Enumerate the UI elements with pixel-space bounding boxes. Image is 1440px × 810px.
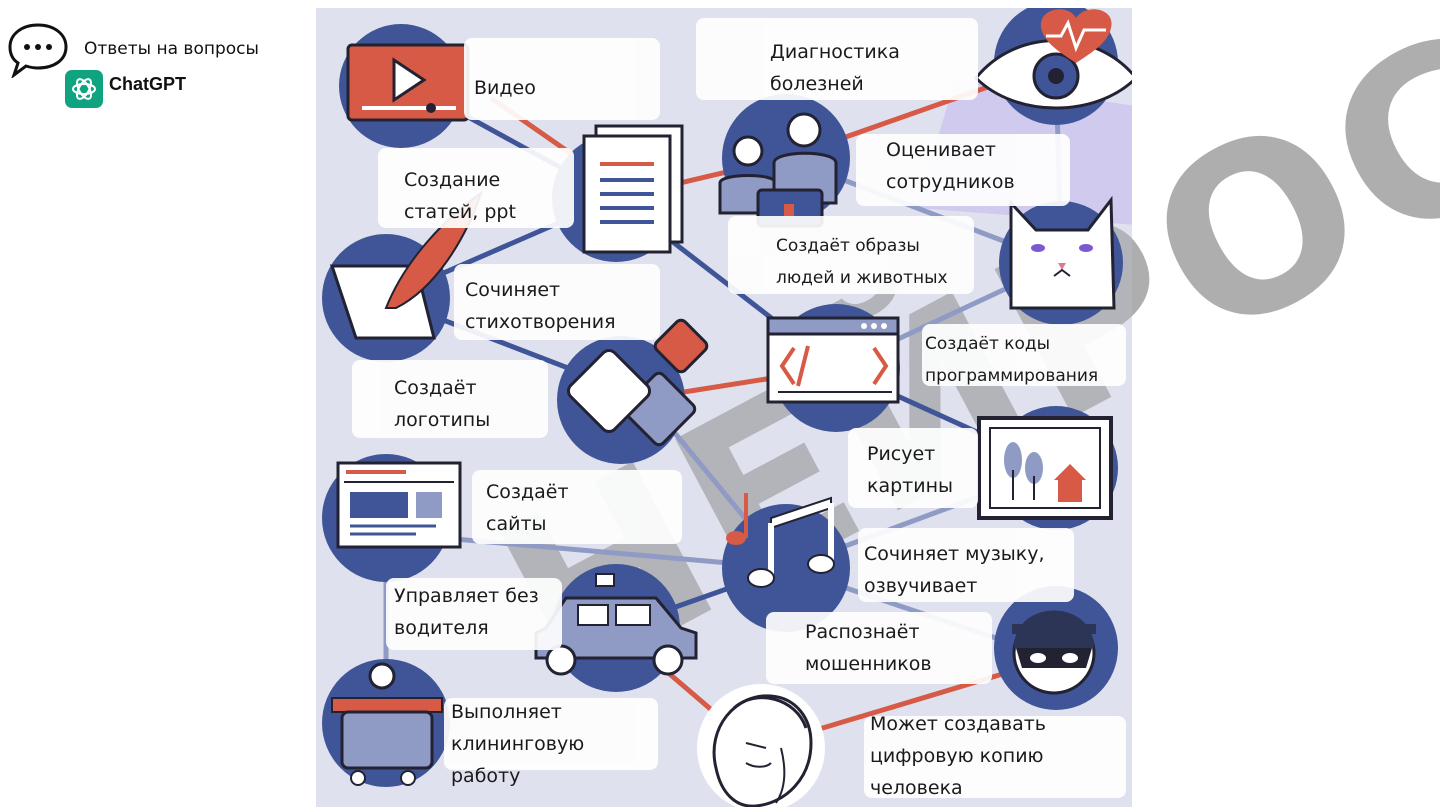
chatgpt-brand-name: ChatGPT bbox=[109, 74, 187, 94]
label-poems: Сочиняет стихотворения bbox=[465, 279, 616, 333]
capabilities-panel: НЕЙРОСЕТЬ bbox=[316, 8, 1132, 807]
label-articles: Создание статей, ppt bbox=[404, 169, 516, 223]
speech-bubble-icon bbox=[8, 23, 68, 78]
masked-thief-icon bbox=[994, 586, 1118, 710]
label-digital-copy: Может создавать цифровую копию человека bbox=[870, 713, 1046, 799]
document-icon bbox=[552, 124, 684, 262]
employees-icon bbox=[718, 94, 850, 228]
label-driverless: Управляет без водителя bbox=[394, 585, 539, 639]
header-title: Ответы на вопросы bbox=[84, 39, 259, 59]
logo-shapes-icon bbox=[557, 318, 709, 464]
human-profile-icon bbox=[697, 684, 825, 807]
label-images: Создаёт образы людей и животных bbox=[776, 236, 948, 288]
html-code-icon bbox=[766, 304, 900, 432]
label-diagnostics: Диагностика болезней bbox=[770, 41, 900, 95]
label-code: Создаёт коды программирования bbox=[925, 334, 1099, 386]
label-websites: Создаёт сайты bbox=[486, 481, 569, 535]
label-logos: Создаёт логотипы bbox=[394, 377, 491, 431]
chatgpt-logo-icon bbox=[65, 70, 103, 108]
label-video: Видео bbox=[474, 77, 536, 99]
label-fraud: Распознаёт мошенников bbox=[805, 621, 932, 675]
video-player-icon bbox=[339, 24, 470, 148]
cleaning-robot-icon bbox=[322, 659, 450, 787]
header: Ответы на вопросы ChatGPT bbox=[8, 22, 308, 112]
eye-heart-icon bbox=[973, 8, 1132, 125]
label-paintings: Рисует картины bbox=[867, 443, 954, 497]
label-cleaning: Выполняет клининговую работу bbox=[451, 701, 585, 787]
infographic-art: НЕЙРОСЕТЬ bbox=[322, 8, 1132, 807]
music-note-icon bbox=[722, 493, 850, 632]
label-employees: Оценивает сотрудников bbox=[886, 139, 1015, 193]
picture-frame-icon bbox=[977, 406, 1118, 530]
car-icon bbox=[534, 564, 698, 692]
webpage-icon bbox=[322, 454, 462, 582]
label-music: Сочиняет музыку, озвучивает bbox=[864, 543, 1045, 597]
cat-face-icon bbox=[999, 195, 1123, 325]
